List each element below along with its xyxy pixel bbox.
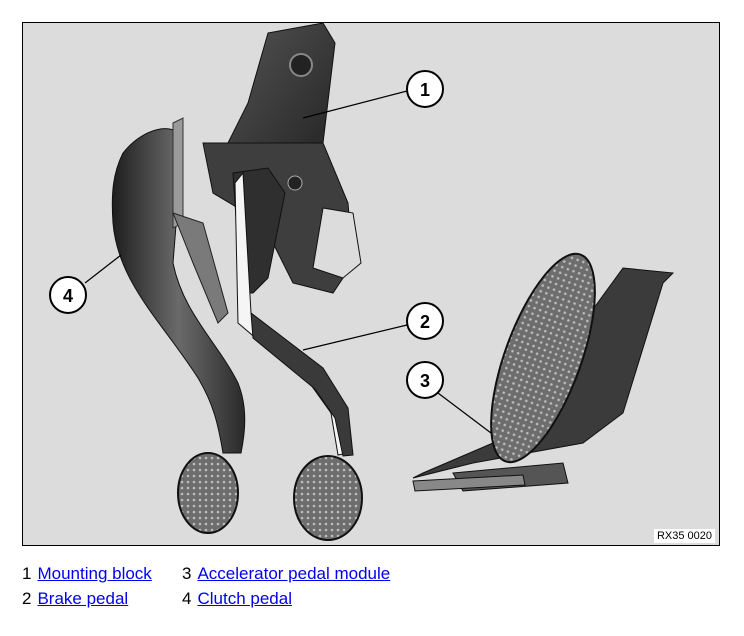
legend-item-brake-pedal: 2 Brake pedal xyxy=(22,587,182,611)
legend-row-1: 1 Mounting block 3 Accelerator pedal mod… xyxy=(22,562,722,587)
legend-item-mounting-block: 1 Mounting block xyxy=(22,562,182,586)
brake-pedal-link[interactable]: Brake pedal xyxy=(37,589,129,608)
pedal-illustration: 1 2 3 4 xyxy=(49,23,675,541)
callout-1-label: 1 xyxy=(420,80,430,100)
clutch-pedal xyxy=(111,117,246,534)
legend-number: 3 xyxy=(182,564,192,583)
pedal-assembly-figure: 1 2 3 4 RX35 0020 xyxy=(22,22,720,546)
callout-4-label: 4 xyxy=(63,286,73,306)
accelerator-pedal-module-link[interactable]: Accelerator pedal module xyxy=(197,564,391,583)
callout-1: 1 xyxy=(302,70,444,119)
callout-3-label: 3 xyxy=(420,371,430,391)
legend-item-clutch-pedal: 4 Clutch pedal xyxy=(182,587,292,611)
figure-code-label: RX35 0020 xyxy=(653,529,715,543)
callout-2: 2 xyxy=(302,302,444,351)
clutch-pedal-link[interactable]: Clutch pedal xyxy=(197,589,292,608)
mounting-block-link[interactable]: Mounting block xyxy=(37,564,152,583)
brake-pedal xyxy=(232,167,363,541)
accelerator-pedal-module xyxy=(412,252,675,492)
callout-2-label: 2 xyxy=(420,312,430,332)
legend-row-2: 2 Brake pedal 4 Clutch pedal xyxy=(22,587,722,612)
legend-number: 4 xyxy=(182,589,192,608)
legend-number: 1 xyxy=(22,564,32,583)
callout-4: 4 xyxy=(49,254,122,314)
mounting-block xyxy=(202,23,362,294)
legend-number: 2 xyxy=(22,589,32,608)
callout-3: 3 xyxy=(406,361,492,434)
parts-legend: 1 Mounting block 3 Accelerator pedal mod… xyxy=(22,562,722,612)
legend-item-accelerator-pedal-module: 3 Accelerator pedal module xyxy=(182,562,390,586)
